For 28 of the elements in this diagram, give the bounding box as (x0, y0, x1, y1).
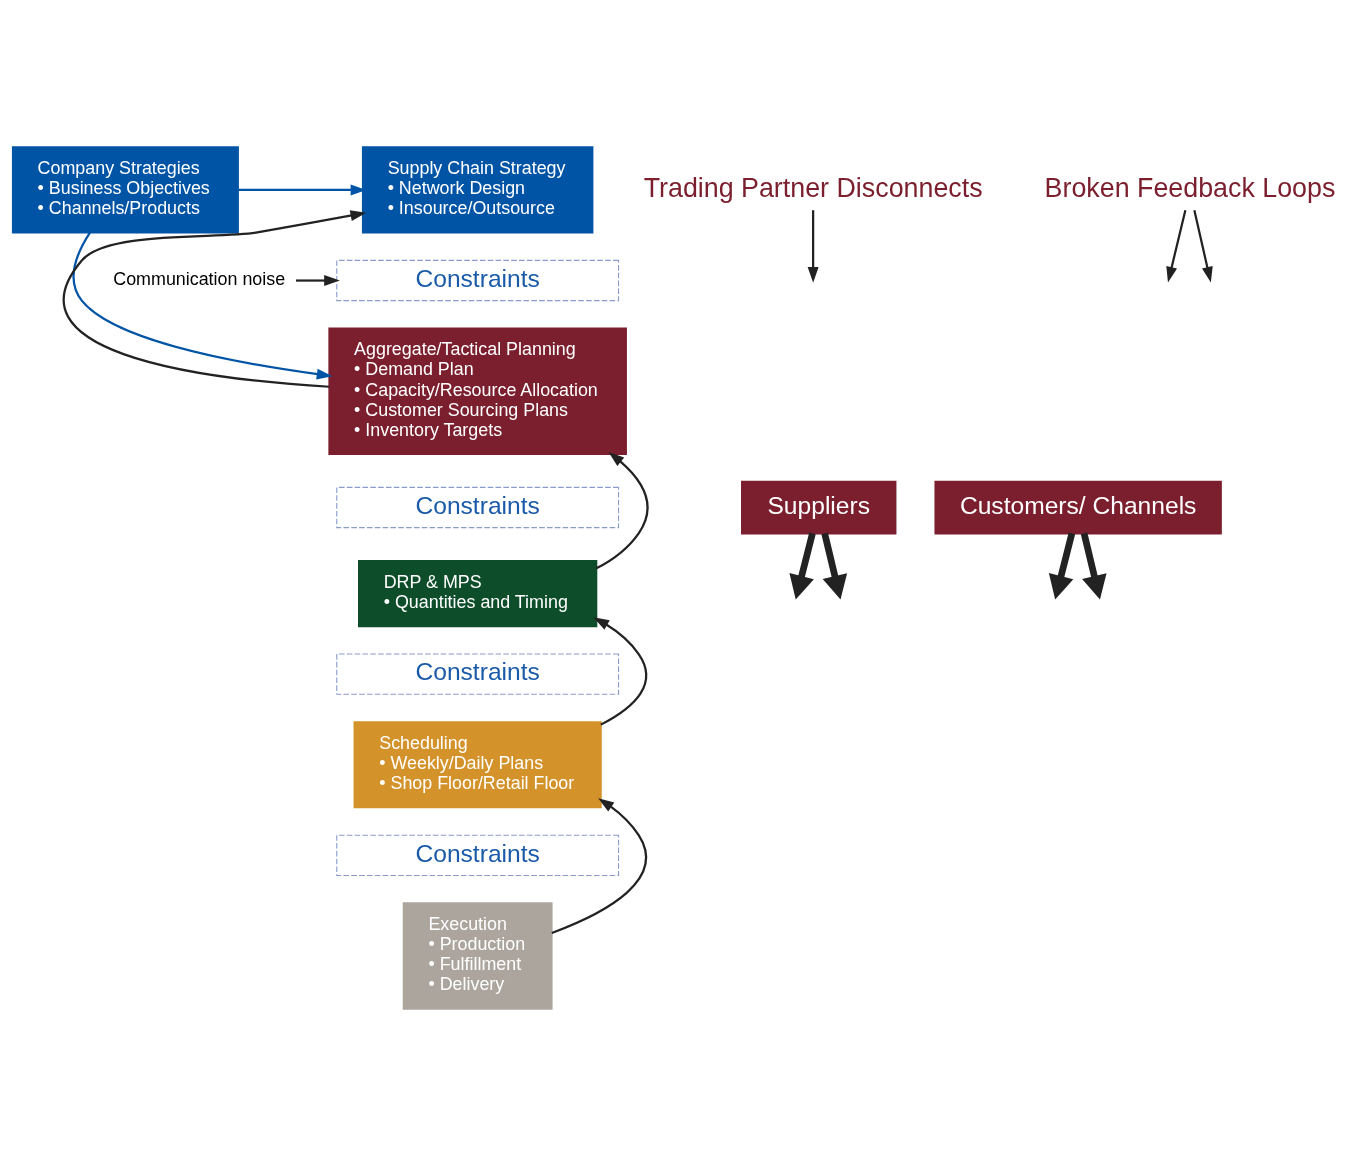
node-box: Customers/ Channels (934, 480, 1222, 535)
arrow (1193, 210, 1213, 283)
arrow (296, 275, 340, 287)
node-box: Scheduling • Weekly/Daily Plans • Shop Floor/Retail Floor (353, 721, 602, 809)
node-text: Communication noise (113, 268, 286, 289)
node-box: Execution • Production • Fulfillment • Delivery (402, 902, 553, 1010)
node-box: Supply Chain Strategy • Network Design • Insource/Outsource (361, 146, 594, 234)
node-box: Company Strategies • Business Objectives • Channels/Products (11, 146, 239, 234)
node-box: Aggregate/Tactical Planning • Demand Plan • Capacity/Resource Allocation • Customer Sourcing Plans • Inventory Targets (328, 327, 627, 455)
arrow (1048, 532, 1076, 600)
arrow (551, 798, 648, 934)
node-box: Constraints (336, 653, 620, 695)
arrow (63, 210, 367, 388)
arrow (1166, 210, 1187, 283)
arrow (593, 617, 648, 726)
arrow (807, 210, 819, 283)
node-box: Constraints (336, 486, 620, 529)
arrow (789, 532, 816, 600)
node-box: DRP & MPS • Quantities and Timing (358, 560, 598, 628)
node-box: Constraints (336, 259, 620, 302)
arrow (1080, 532, 1107, 600)
node-text: Trading Partner Disconnects (643, 172, 983, 203)
arrow (821, 532, 848, 600)
node-box: Constraints (336, 834, 620, 876)
arrow (72, 232, 333, 380)
arrow (595, 451, 649, 570)
node-text: Broken Feedback Loops (1044, 172, 1336, 203)
node-box: Suppliers (741, 480, 897, 535)
